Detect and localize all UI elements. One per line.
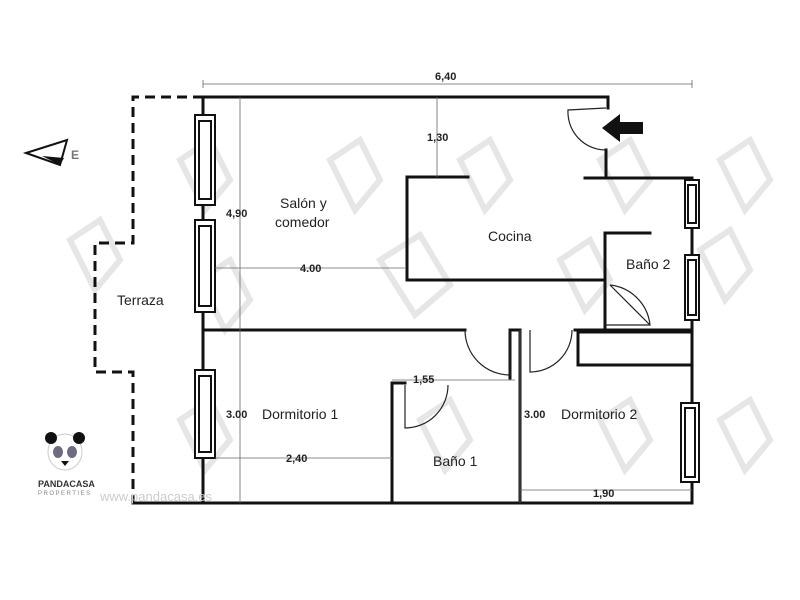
room-dormitorio2: Dormitorio 2 bbox=[561, 406, 637, 422]
compass-icon bbox=[22, 138, 69, 167]
dim-dorm2-height: 3.00 bbox=[524, 409, 545, 421]
dim-salon-width: 4.00 bbox=[300, 263, 321, 275]
dimension-lines bbox=[202, 80, 693, 503]
watermark bbox=[66, 135, 774, 476]
room-salon-line1: Salón y bbox=[280, 195, 327, 211]
room-terraza: Terraza bbox=[117, 292, 164, 308]
dim-salon-height: 4,90 bbox=[226, 208, 247, 220]
logo-sub: PROPERTIES bbox=[38, 491, 92, 497]
dim-kitchen-offset: 1,30 bbox=[427, 132, 448, 144]
entrance-arrow-icon bbox=[602, 114, 643, 142]
dim-bano1-width: 1,55 bbox=[413, 374, 434, 386]
room-bano1: Baño 1 bbox=[433, 453, 478, 469]
dim-dorm1-height: 3.00 bbox=[226, 409, 247, 421]
dim-dorm2-width: 1,90 bbox=[593, 488, 614, 500]
room-dormitorio1: Dormitorio 1 bbox=[262, 406, 338, 422]
doors bbox=[404, 107, 651, 429]
room-bano2: Baño 2 bbox=[626, 256, 671, 272]
terrace-outline bbox=[93, 95, 203, 503]
dim-total-width: 6,40 bbox=[435, 71, 456, 83]
compass-label: E bbox=[71, 148, 79, 162]
windows bbox=[194, 114, 700, 483]
logo-name: PANDACASA bbox=[38, 479, 95, 489]
room-cocina: Cocina bbox=[488, 228, 532, 244]
dim-dorm1-width: 2,40 bbox=[286, 453, 307, 465]
website-watermark: www.pandacasa.es bbox=[99, 489, 213, 504]
room-salon-line2: comedor bbox=[275, 214, 330, 230]
pandacasa-logo bbox=[45, 432, 85, 471]
